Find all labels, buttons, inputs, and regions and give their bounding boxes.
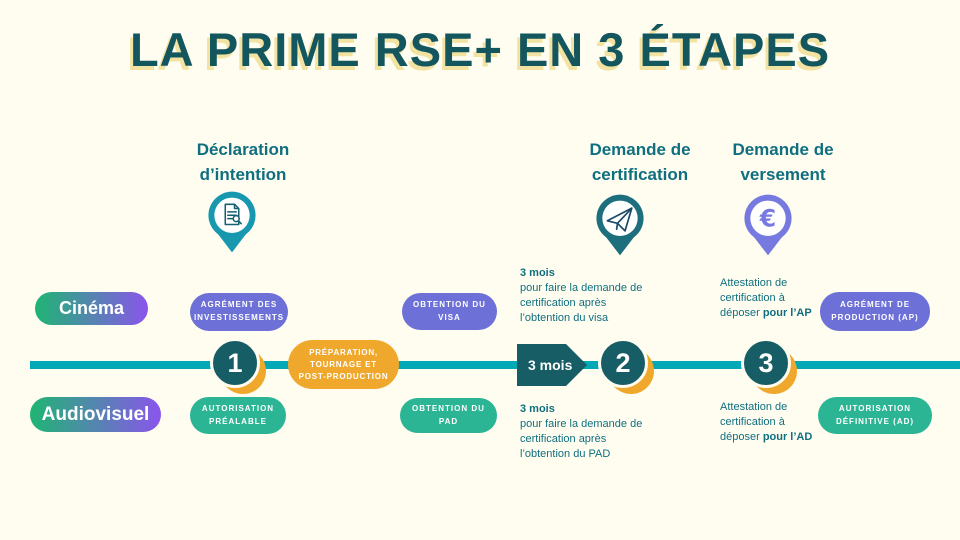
euro-icon: € — [741, 193, 795, 257]
attestation-text: Attestation de certification à déposer — [720, 277, 788, 319]
note-text: pour faire la demande de certification a… — [520, 281, 643, 324]
note-text: pour faire la demande de certification a… — [520, 417, 643, 460]
attestation-bold: pour l’AP — [762, 306, 812, 319]
note-cinema-3mois: 3 mois pour faire la demande de certifica… — [520, 266, 650, 325]
pill-autorisation-definitive: AUTORISATION DÉFINITIVE (AD) — [818, 397, 932, 434]
timeline-line — [30, 361, 960, 369]
note-bold: 3 mois — [520, 267, 555, 279]
document-search-icon — [205, 190, 259, 254]
pill-agrement-investissements: AGRÉMENT DES INVESTISSEMENTS — [190, 293, 288, 331]
step-number: 1 — [210, 338, 260, 388]
pill-obtention-pad: OBTENTION DU PAD — [400, 398, 497, 433]
svg-text:€: € — [759, 205, 776, 233]
page-title: LA PRIME RSE+ EN 3 ÉTAPES — [129, 23, 831, 76]
pill-autorisation-prealable: AUTORISATION PRÉALABLE — [190, 397, 286, 434]
step3-header: Demande de versement — [732, 140, 834, 184]
pill-obtention-visa: OBTENTION DU VISA — [402, 293, 497, 330]
note-audiovisuel-3mois: 3 mois pour faire la demande de certifica… — [520, 402, 650, 461]
timeline-step-3-marker: 3 — [741, 338, 799, 396]
step1-header: Déclaration d’intention — [196, 140, 290, 184]
attestation-text: Attestation de certification à déposer — [720, 401, 788, 443]
step-number: 2 — [598, 338, 648, 388]
timeline-step-2-marker: 2 — [598, 338, 656, 396]
step2-header: Demande de certification — [589, 140, 691, 184]
attestation-cinema: Attestation de certification à déposer p… — [720, 276, 815, 321]
track-label-cinema: Cinéma — [35, 292, 148, 325]
attestation-bold: pour l’AD — [762, 430, 813, 443]
timeline-step-1-marker: 1 — [210, 338, 268, 396]
step-number: 3 — [741, 338, 791, 388]
attestation-audiovisuel: Attestation de certification à déposer p… — [720, 400, 815, 445]
phase-pill: PRÉPARATION, TOURNAGE ET POST-PRODUCTION — [288, 340, 399, 389]
track-label-audiovisuel: Audiovisuel — [30, 397, 161, 432]
three-months-arrow: 3 mois — [517, 344, 587, 386]
pill-agrement-production: AGRÉMENT DE PRODUCTION (AP) — [820, 292, 930, 331]
note-bold: 3 mois — [520, 403, 555, 415]
paper-plane-icon — [593, 193, 647, 257]
